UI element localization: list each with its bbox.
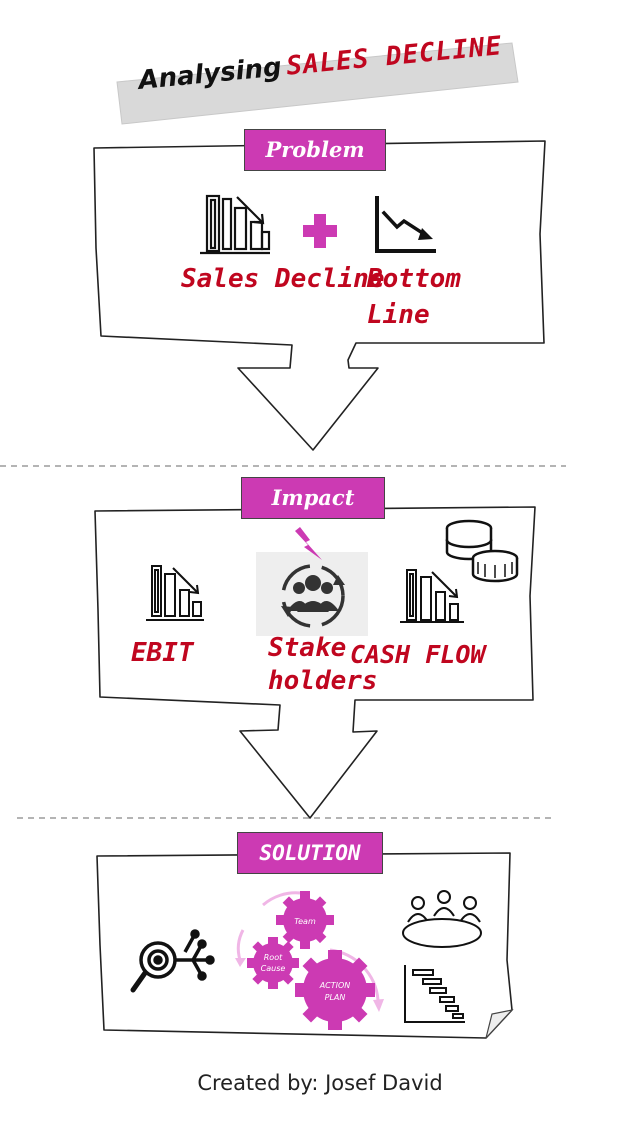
gears-icon (235, 891, 384, 1030)
gear-label-team: Team (294, 917, 316, 926)
gear-label-plan: PLAN (325, 993, 346, 1002)
label-sales-decline: Sales Decline (181, 264, 385, 294)
plus-icon (303, 214, 337, 248)
tab-solution: SOLUTION (237, 832, 383, 874)
gear-label-action: ACTION (319, 981, 351, 990)
lightning-icon (295, 527, 322, 560)
ebit-chart-icon (146, 565, 204, 621)
bar-chart-down-icon (200, 194, 271, 255)
gantt-chart-icon (404, 965, 465, 1023)
stakeholders-icon (256, 552, 368, 636)
label-bottom: Bottom (367, 264, 461, 294)
label-ebit: EBIT (131, 638, 194, 668)
gear-team-icon (276, 891, 334, 949)
impact-box (94, 506, 536, 819)
tab-impact: Impact (241, 477, 385, 519)
tab-problem: Problem (244, 129, 386, 171)
problem-box (93, 140, 546, 451)
cash-flow-chart-icon (400, 569, 464, 623)
credit-text: Created by: Josef David (197, 1071, 443, 1095)
gear-action-plan-icon (295, 950, 375, 1030)
gear-label-cause: Cause (261, 964, 286, 973)
gear-label-root: Root (264, 953, 283, 962)
title-band (116, 42, 519, 125)
label-line: Line (367, 300, 430, 330)
meeting-table-icon (402, 890, 482, 948)
gear-root-cause-icon (247, 937, 299, 989)
target-analysis-icon (130, 929, 215, 993)
line-chart-down-icon (375, 196, 436, 253)
label-cash-flow: CASH FLOW (350, 640, 486, 669)
page-curl (485, 1009, 514, 1039)
label-holders: holders (268, 666, 378, 696)
coins-icon (445, 519, 519, 583)
label-stake: Stake (268, 633, 347, 663)
